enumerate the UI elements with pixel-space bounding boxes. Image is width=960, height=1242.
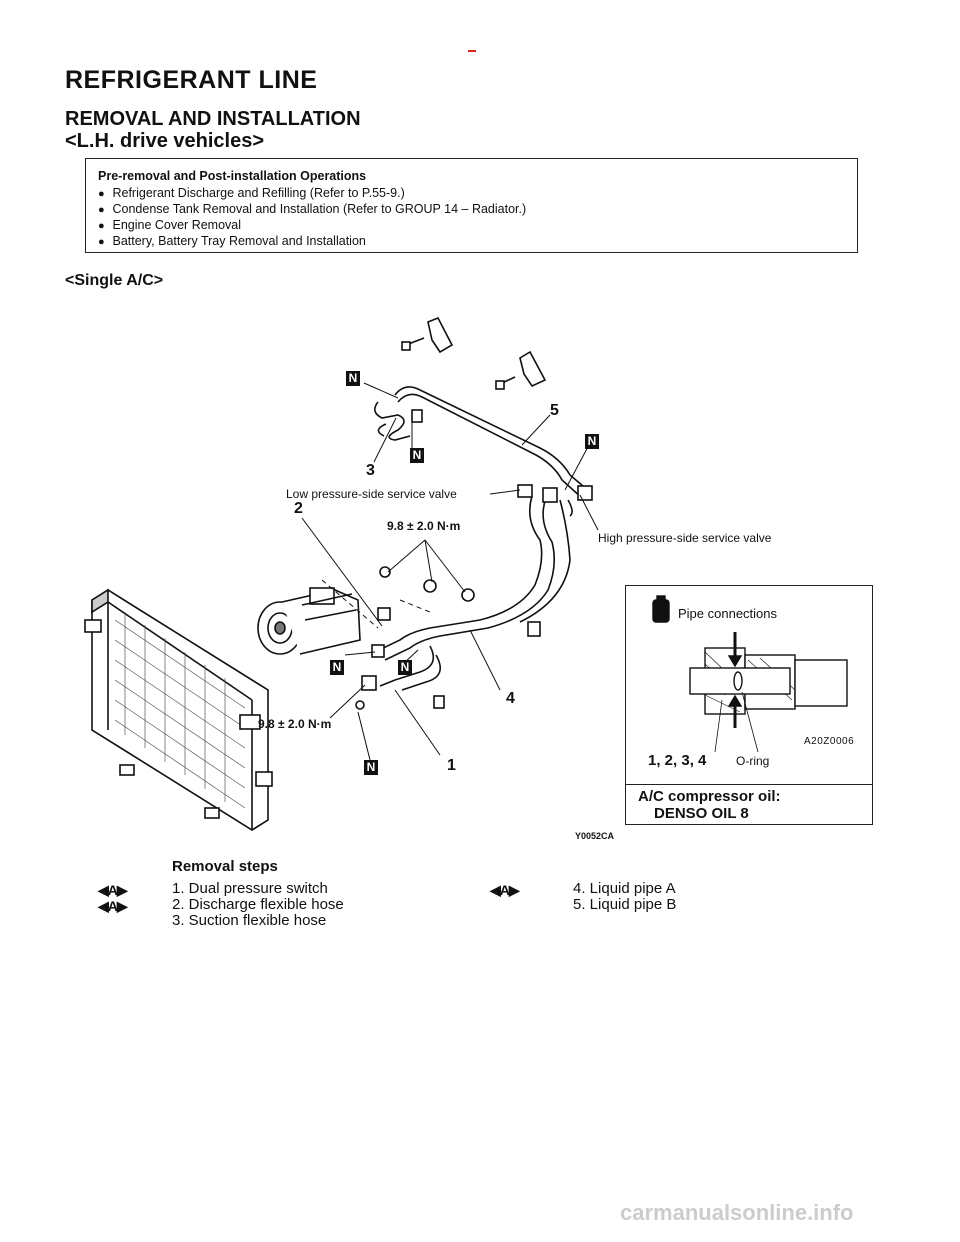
removal-step: 5. Liquid pipe B <box>573 896 677 913</box>
inset-code: A20Z0006 <box>804 736 855 747</box>
service-point-marker: ◀A▶ <box>98 898 128 914</box>
removal-step: 2. Discharge flexible hose <box>172 896 344 913</box>
service-point-marker: ◀A▶ <box>490 882 520 898</box>
vehicle-variant: <L.H. drive vehicles> <box>65 130 264 152</box>
compressor-drawing <box>257 587 361 655</box>
low-pressure-valve-label: Low pressure-side service valve <box>286 487 457 501</box>
brackets-drawing <box>401 316 547 390</box>
torque-spec-bottom: 9.8 ± 2.0 N·m <box>258 717 332 731</box>
n-badge: N <box>364 760 378 775</box>
site-watermark: carmanualsonline.info <box>620 1200 854 1225</box>
n-badge: N <box>585 434 599 449</box>
oil-spec-line2: DENSO OIL 8 <box>654 805 749 822</box>
service-point-marker: ◀A▶ <box>98 882 128 898</box>
pre-operations-box: Pre-removal and Post-installation Operat… <box>85 158 858 253</box>
pre-operation-item: ● Refrigerant Discharge and Refilling (R… <box>98 186 405 200</box>
inset-part-numbers: 1, 2, 3, 4 <box>648 752 707 769</box>
bullet-icon: ● <box>98 188 105 200</box>
part-number-5: 5 <box>550 402 559 419</box>
pre-operation-item: ● Condense Tank Removal and Installation… <box>98 202 527 216</box>
header-red-mark <box>468 50 476 52</box>
condenser-drawing <box>84 588 273 831</box>
removal-steps-heading: Removal steps <box>172 858 278 875</box>
part-number-4: 4 <box>506 690 515 707</box>
part-number-2: 2 <box>294 500 303 517</box>
oil-spec-line1: A/C compressor oil: <box>638 788 781 805</box>
pre-operation-item: ● Battery, Battery Tray Removal and Inst… <box>98 234 366 248</box>
inset-divider <box>626 784 872 785</box>
bullet-icon: ● <box>98 220 105 232</box>
pipe-connection-inset: Pipe connections A20Z0006 1, 2, 3, 4 O-r… <box>625 585 873 825</box>
part-number-1: 1 <box>447 757 456 774</box>
removal-step: 3. Suction flexible hose <box>172 912 327 929</box>
figure-code: Y0052CA <box>575 831 615 841</box>
torque-spec-top: 9.8 ± 2.0 N·m <box>387 519 461 533</box>
pre-operations-heading: Pre-removal and Post-installation Operat… <box>98 169 367 183</box>
pre-operation-item: ● Engine Cover Removal <box>98 218 242 232</box>
n-badge: N <box>410 448 424 463</box>
n-badge: N <box>330 660 344 675</box>
removal-step: 4. Liquid pipe A <box>573 880 676 897</box>
pipe-connection-inset-drawing <box>652 595 848 753</box>
bullet-icon: ● <box>98 204 105 216</box>
high-pressure-valve-label: High pressure-side service valve <box>598 531 772 545</box>
part-number-3: 3 <box>366 462 375 479</box>
variant-label: <Single A/C> <box>65 272 164 289</box>
oring-label: O-ring <box>736 754 770 768</box>
bullet-icon: ● <box>98 236 105 248</box>
page-title: REFRIGERANT LINE <box>65 66 318 94</box>
n-badge: N <box>346 371 360 386</box>
removal-step: 1. Dual pressure switch <box>172 880 328 897</box>
section-title: REMOVAL AND INSTALLATION <box>65 108 361 130</box>
n-badge: N <box>398 660 412 675</box>
inset-title: Pipe connections <box>678 606 778 621</box>
